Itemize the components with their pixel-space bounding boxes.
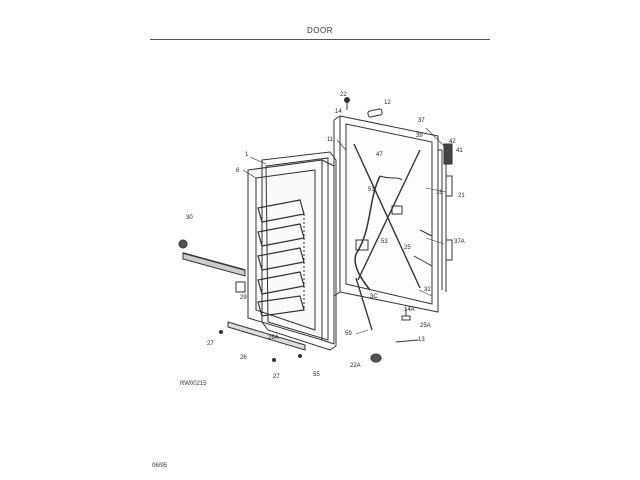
part-label: 3C bbox=[370, 294, 378, 300]
outer-door-panel bbox=[333, 115, 439, 313]
part-label: 6 bbox=[236, 168, 240, 174]
part-label: 59 bbox=[345, 331, 352, 337]
part-label: 51 bbox=[368, 187, 375, 193]
part-label: 11 bbox=[327, 137, 334, 143]
part-label: 13 bbox=[418, 337, 425, 343]
part-label: 41 bbox=[456, 148, 463, 154]
part-label: 16 bbox=[436, 190, 443, 196]
part-label: 14 bbox=[335, 109, 342, 115]
page-title: DOOR bbox=[307, 26, 333, 35]
lower-right-parts bbox=[355, 277, 419, 363]
drawing-code: RW00215 bbox=[180, 381, 207, 387]
hinge-strip bbox=[413, 143, 453, 292]
part-label: 22 bbox=[340, 92, 347, 98]
part-label: 22A bbox=[350, 363, 361, 369]
top-hinge-parts bbox=[344, 97, 383, 118]
part-label: 28A bbox=[268, 335, 279, 341]
part-label: 25A bbox=[420, 323, 431, 329]
part-label: 14A bbox=[404, 307, 415, 313]
part-label: 32 bbox=[424, 287, 431, 293]
door-gasket bbox=[261, 151, 337, 351]
part-labels: 22 12 14 37 11 39 42 41 47 1 6 51 16 21 … bbox=[186, 92, 465, 380]
revision-date: 06/95 bbox=[152, 463, 168, 469]
part-label: 39 bbox=[416, 133, 423, 139]
part-label: 29 bbox=[240, 295, 247, 301]
part-label: 55 bbox=[313, 372, 320, 378]
part-label: 21 bbox=[458, 193, 465, 199]
part-label: 37 bbox=[418, 118, 425, 124]
part-label: 27 bbox=[273, 374, 280, 380]
part-label: 26 bbox=[240, 355, 247, 361]
part-label: 1 bbox=[245, 152, 249, 158]
part-label: 27 bbox=[207, 341, 214, 347]
part-label: 47 bbox=[376, 152, 383, 158]
bottom-trim bbox=[219, 321, 306, 362]
part-label: 42 bbox=[449, 139, 456, 145]
door-liner bbox=[247, 159, 335, 345]
part-label: 30 bbox=[186, 215, 193, 221]
part-label: 25 bbox=[404, 245, 411, 251]
part-label: 37A bbox=[454, 239, 465, 245]
leader-lines bbox=[242, 127, 447, 335]
part-label: 12 bbox=[384, 100, 391, 106]
part-label: 53 bbox=[381, 239, 388, 245]
title-rule bbox=[150, 39, 490, 40]
door-handle bbox=[178, 239, 246, 293]
